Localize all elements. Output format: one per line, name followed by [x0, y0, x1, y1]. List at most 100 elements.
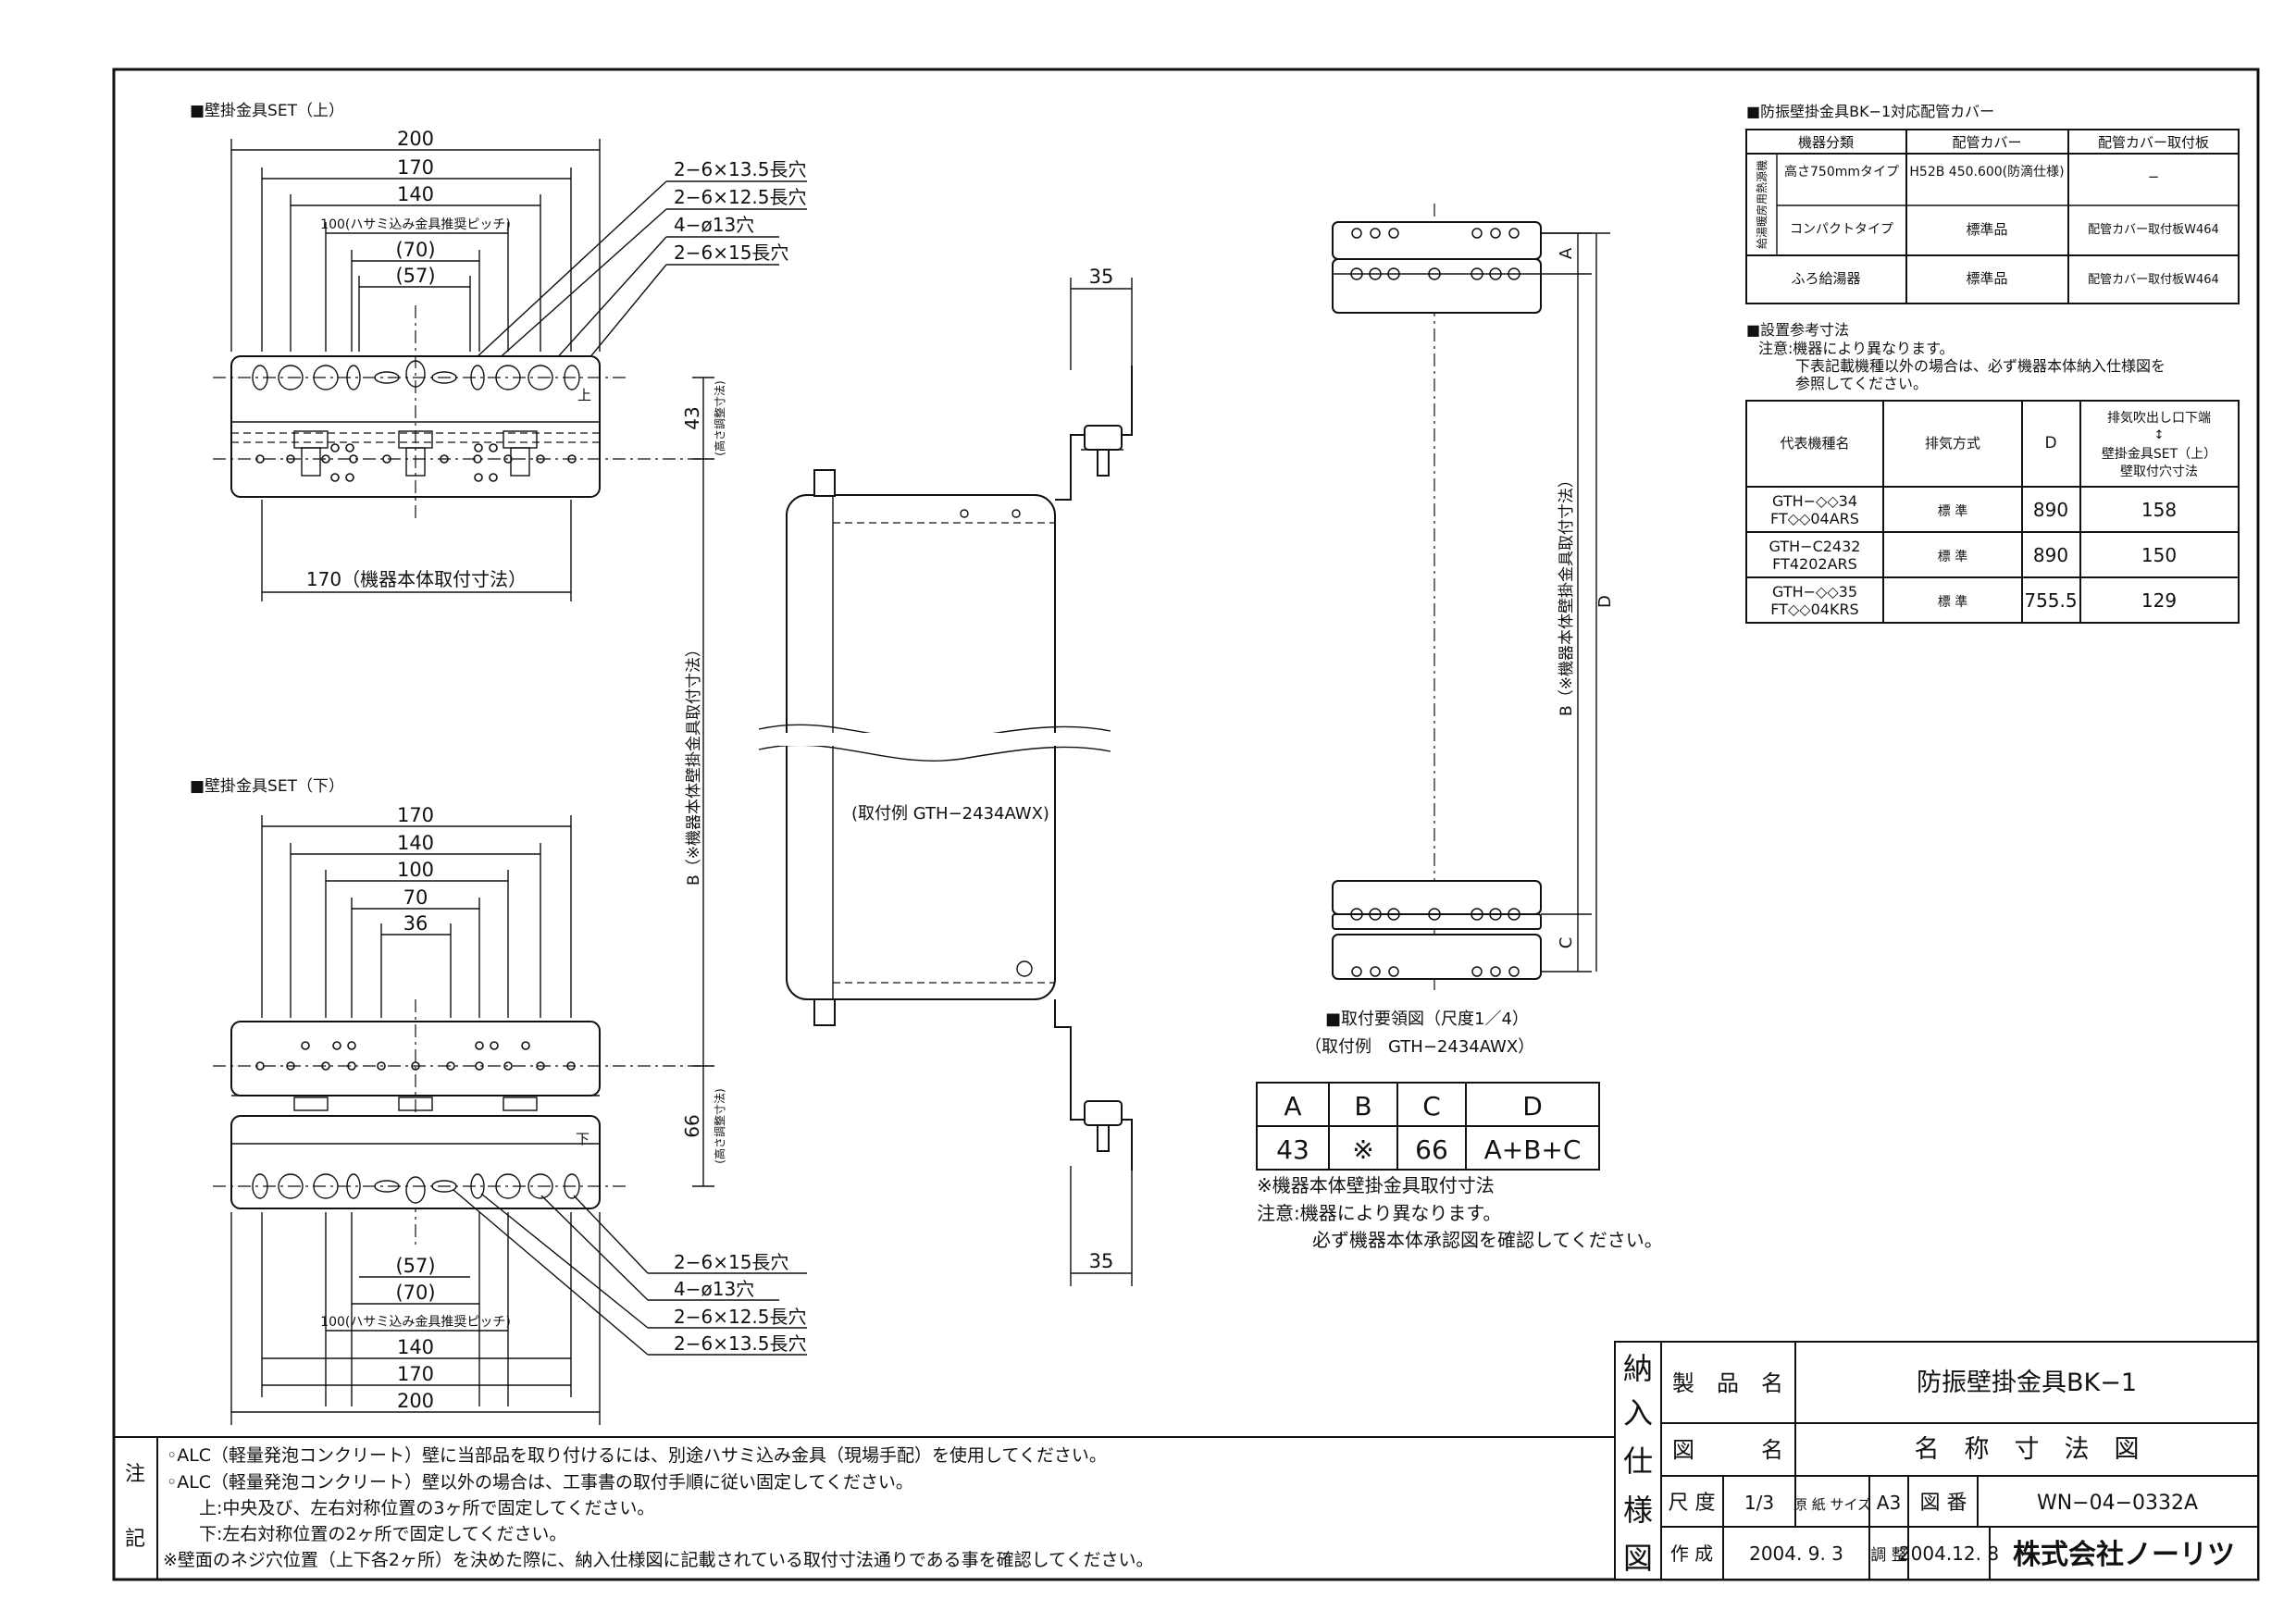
- lower-dim-100: 100: [397, 859, 434, 881]
- note-line-1: ◦ALC（軽量発泡コンクリート）壁に当部品を取り付けるには、別途ハサミ込み金具（…: [167, 1445, 1107, 1466]
- tb-drawing-name: 名 称 寸 法 図: [1915, 1435, 2140, 1464]
- lower-callout-2: 4−ø13穴: [674, 1278, 754, 1300]
- upper-dim-100: 100(ハサミ込み金具推奨ピッチ): [320, 217, 511, 232]
- lower-dim-36: 36: [403, 912, 428, 935]
- abcd-header-d: D: [1522, 1091, 1543, 1121]
- upper-dim-200: 200: [397, 128, 434, 150]
- abcd-value-a: 43: [1276, 1134, 1309, 1165]
- lower-callout-3: 2−6×12.5長穴: [674, 1306, 807, 1328]
- tb-side-2: 入: [1623, 1395, 1653, 1431]
- tb-adj: 2004.12. 8: [1899, 1542, 1999, 1565]
- mount-dim-d: D: [1595, 595, 1615, 608]
- install-row1-model1: GTH−◇◇34: [1772, 492, 1857, 510]
- notes-label-1: 注: [125, 1463, 145, 1486]
- notes-label-2: 記: [125, 1528, 145, 1551]
- abcd-note-2: 注意:機器により異なります。: [1257, 1202, 1501, 1224]
- tb-no: WN−04−0332A: [2037, 1492, 2198, 1515]
- side-width-top: 35: [1089, 266, 1114, 288]
- upper-dim-bottom: 170（機器本体取付寸法）: [306, 568, 527, 590]
- side-example: (取付例 GTH−2434AWX): [851, 804, 1049, 824]
- tb-made: 2004. 9. 3: [1749, 1542, 1843, 1565]
- install-header-outlet: 排気吹出し口下端: [2107, 411, 2211, 426]
- install-row2-model2: FT4202ARS: [1772, 555, 1857, 573]
- side-dim-66-note: (高さ調整寸法): [713, 1088, 726, 1163]
- side-width-bottom: 35: [1089, 1250, 1114, 1272]
- upper-mark: 上: [577, 387, 591, 403]
- cover-row3-plate: 配管カバー取付板W464: [2088, 273, 2219, 287]
- cover-table-title: ■防振壁掛金具BK−1対応配管カバー: [1746, 103, 1994, 120]
- install-header-hole: 壁取付穴寸法: [2120, 465, 2198, 479]
- upper-callout-3: 4−ø13穴: [674, 214, 754, 236]
- tb-company: 株式会社ノーリツ: [2013, 1539, 2235, 1571]
- upper-bracket-view: ■壁掛金具SET（上） 200 170 140: [190, 102, 807, 601]
- upper-callout-4: 2−6×15長穴: [674, 242, 788, 264]
- pipe-cover-table: ■防振壁掛金具BK−1対応配管カバー 機器分類 配管カバー 配管カバー取付板 給…: [1745, 103, 2240, 304]
- cover-row1-cover: H52B 450.600(防滴仕様): [1909, 164, 2064, 180]
- install-header-exhaust: 排気方式: [1925, 435, 1980, 452]
- install-row1-exhaust: 標 準: [1938, 504, 1967, 519]
- side-dim-43-note: (高さ調整寸法): [713, 380, 726, 455]
- abcd-value-c: 66: [1415, 1134, 1448, 1165]
- lower-bdim-100: 100(ハサミ込み金具推奨ピッチ): [320, 1315, 511, 1330]
- abcd-value-d: A+B+C: [1484, 1134, 1582, 1165]
- install-row2-model1: GTH−C2432: [1769, 538, 1861, 555]
- cover-header-plate: 配管カバー取付板: [2098, 134, 2209, 151]
- note-line-4: 下:左右対称位置の2ヶ所で固定してください。: [199, 1524, 566, 1544]
- install-row1-d: 890: [2033, 499, 2068, 521]
- tb-made-label: 作 成: [1670, 1542, 1713, 1565]
- lower-callout-4: 2−6×13.5長穴: [674, 1332, 807, 1355]
- abcd-value-b: ※: [1352, 1134, 1373, 1165]
- lower-dim-140: 140: [397, 832, 434, 854]
- upper-dim-140: 140: [397, 183, 434, 205]
- tb-adj-label: 調 整: [1870, 1546, 1906, 1565]
- title-block: 納 入 仕 様 図 製 品 名 防振壁掛金具BK−1 図 名 名 称 寸 法 図…: [1614, 1341, 2259, 1580]
- tb-side-5: 図: [1623, 1541, 1653, 1576]
- mount-dim-c: C: [1557, 937, 1576, 949]
- lower-bdim-170: 170: [397, 1363, 434, 1385]
- install-note-3: 参照してください。: [1795, 375, 1928, 392]
- side-dim-43: 43: [681, 406, 703, 429]
- upper-callout-1: 2−6×13.5長穴: [674, 158, 807, 180]
- upper-set-title: ■壁掛金具SET（上）: [190, 102, 344, 120]
- upper-dim-70: (70): [395, 239, 435, 261]
- tb-paper-label: 原 紙 サイズ: [1793, 1496, 1871, 1513]
- cover-row2-cover: 標準品: [1966, 221, 2007, 238]
- abcd-note-1: ※機器本体壁掛金具取付寸法: [1257, 1174, 1495, 1196]
- notes-box: 注 記 ◦ALC（軽量発泡コンクリート）壁に当部品を取り付けるには、別途ハサミ込…: [114, 1436, 1615, 1580]
- cover-row2-plate: 配管カバー取付板W464: [2088, 223, 2219, 237]
- install-row1-h: 158: [2141, 499, 2177, 521]
- tb-side-1: 納: [1623, 1351, 1653, 1386]
- side-dim-b: B（※機器本体壁掛金具取付寸法）: [685, 641, 703, 886]
- install-row3-exhaust: 標 準: [1938, 595, 1967, 610]
- tb-side-3: 仕: [1623, 1443, 1653, 1479]
- install-row2-h: 150: [2141, 544, 2177, 566]
- install-row1-model2: FT◇◇04ARS: [1770, 510, 1859, 527]
- tb-scale: 1/3: [1744, 1492, 1774, 1514]
- lower-bdim-200: 200: [397, 1390, 434, 1412]
- abcd-table: A B C D 43 ※ 66 A+B+C ※機器本体壁掛金具取付寸法 注意:機…: [1256, 1082, 1663, 1251]
- mount-caption: ■取付要領図（尺度1／4）: [1325, 1010, 1529, 1029]
- lower-bdim-140: 140: [397, 1336, 434, 1358]
- side-view: 43 (高さ調整寸法) B（※機器本体壁掛金具取付寸法） 66 (高さ調整寸法)…: [681, 266, 1133, 1286]
- note-line-5: ※壁面のネジ穴位置（上下各2ヶ所）を決めた際に、納入仕様図に記載されている取付寸…: [163, 1550, 1154, 1570]
- side-dim-66: 66: [681, 1114, 703, 1137]
- install-header-arrow: ↕: [2154, 428, 2165, 442]
- abcd-header-b: B: [1354, 1091, 1371, 1121]
- install-row2-exhaust: 標 準: [1938, 550, 1967, 564]
- tb-no-label: 図 番: [1920, 1492, 1967, 1515]
- mount-dim-b: B（※機器本体壁掛金具取付寸法）: [1558, 472, 1576, 716]
- install-row3-model1: GTH−◇◇35: [1772, 583, 1857, 601]
- install-note-1: 注意:機器により異なります。: [1758, 340, 1954, 357]
- abcd-header-a: A: [1284, 1091, 1301, 1121]
- note-line-3: 上:中央及び、左右対称位置の3ヶ所で固定してください。: [199, 1498, 654, 1518]
- mount-dim-a: A: [1557, 247, 1576, 259]
- lower-bracket-view: ■壁掛金具SET（下） 170 140 100 70 36: [190, 777, 807, 1425]
- abcd-header-c: C: [1422, 1091, 1441, 1121]
- mount-example: （取付例 GTH−2434AWX）: [1305, 1037, 1534, 1057]
- mounting-view: A B（※機器本体壁掛金具取付寸法） C D ■取付要領図（尺度1／4） （取付…: [1305, 204, 1615, 1057]
- tb-side-4: 様: [1623, 1493, 1653, 1528]
- tb-drawing-label: 図 名: [1672, 1437, 1783, 1463]
- cover-header-cover: 配管カバー: [1952, 134, 2021, 151]
- lower-dim-170: 170: [397, 804, 434, 826]
- install-title: ■設置参考寸法: [1746, 321, 1849, 339]
